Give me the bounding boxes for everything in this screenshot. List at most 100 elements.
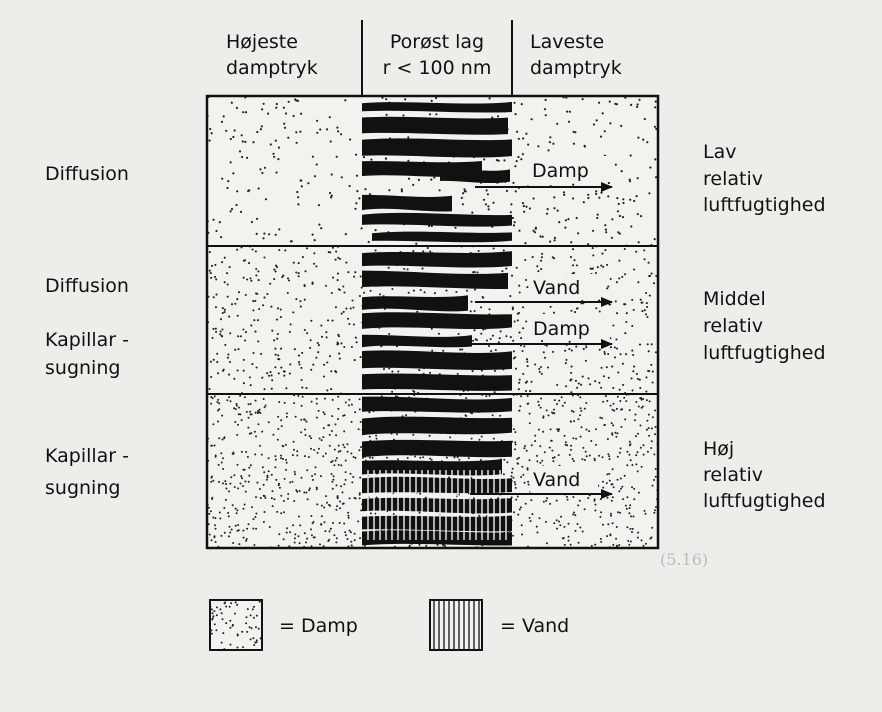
stipple-dot bbox=[514, 367, 518, 370]
stipple-dot bbox=[520, 103, 523, 106]
stipple-dot bbox=[510, 496, 513, 499]
stipple-dot bbox=[542, 500, 545, 503]
stipple-dot bbox=[526, 395, 529, 397]
stipple-dot bbox=[293, 402, 296, 405]
stipple-dot bbox=[371, 456, 374, 459]
stipple-dot bbox=[505, 189, 509, 192]
stipple-dot bbox=[223, 531, 226, 534]
stipple-dot bbox=[385, 113, 388, 116]
stipple-dot bbox=[556, 383, 559, 386]
stipple-dot bbox=[634, 435, 637, 438]
stipple-dot bbox=[259, 128, 262, 131]
stipple-dot bbox=[471, 370, 474, 373]
stipple-dot bbox=[294, 415, 297, 418]
stipple-dot bbox=[303, 532, 306, 535]
stipple-dot bbox=[273, 268, 276, 271]
stipple-dot bbox=[336, 272, 340, 275]
stipple-dot bbox=[480, 369, 483, 372]
stipple-dot bbox=[295, 141, 298, 144]
stipple-dot bbox=[519, 405, 522, 408]
stipple-dot bbox=[367, 240, 370, 244]
stipple-dot bbox=[305, 541, 307, 544]
stipple-dot bbox=[628, 512, 631, 515]
stipple-dot bbox=[306, 469, 309, 472]
stipple-dot bbox=[631, 486, 633, 489]
stipple-dot bbox=[615, 537, 618, 540]
stipple-dot bbox=[334, 459, 337, 462]
stipple-dot bbox=[228, 266, 231, 269]
stipple-dot bbox=[267, 421, 270, 424]
stipple-dot bbox=[335, 457, 338, 460]
stipple-dot bbox=[360, 286, 363, 289]
stipple-dot bbox=[317, 351, 320, 354]
left-label-diffusion-1: Diffusion bbox=[45, 163, 129, 185]
stipple-dot bbox=[513, 320, 516, 323]
stipple-dot bbox=[520, 337, 523, 340]
background-formula-number: (5.16) bbox=[660, 550, 708, 569]
stipple-dot bbox=[263, 296, 266, 299]
stipple-dot bbox=[223, 281, 226, 284]
stipple-dot bbox=[565, 358, 568, 361]
stipple-dot bbox=[214, 527, 217, 530]
stipple-dot bbox=[232, 452, 235, 455]
stipple-dot bbox=[570, 365, 573, 368]
stipple-dot bbox=[542, 415, 545, 418]
stipple-dot bbox=[247, 480, 250, 483]
stipple-dot bbox=[610, 499, 613, 502]
stipple-dot bbox=[481, 295, 484, 299]
stipple-dot bbox=[594, 509, 597, 512]
stipple-dot bbox=[581, 530, 584, 533]
stipple-dot bbox=[534, 434, 537, 437]
stipple-dot bbox=[606, 438, 609, 440]
stipple-dot bbox=[628, 507, 631, 510]
stipple-dot bbox=[349, 307, 352, 310]
stipple-dot bbox=[288, 372, 291, 375]
stipple-dot bbox=[255, 366, 258, 369]
stipple-dot bbox=[325, 336, 328, 339]
stipple-dot bbox=[617, 231, 620, 234]
stipple-dot bbox=[284, 443, 287, 446]
stipple-dot bbox=[214, 541, 217, 543]
stipple-dot bbox=[570, 241, 573, 244]
stipple-dot bbox=[227, 535, 230, 538]
stipple-dot bbox=[640, 398, 643, 401]
stipple-dot bbox=[334, 258, 337, 261]
stipple-dot bbox=[572, 183, 575, 186]
stipple-dot bbox=[430, 327, 433, 330]
stipple-dot bbox=[358, 492, 361, 495]
stipple-dot bbox=[572, 496, 575, 498]
stipple-dot bbox=[375, 434, 378, 437]
stipple-dot bbox=[520, 158, 523, 161]
stipple-dot bbox=[477, 249, 480, 253]
stipple-dot bbox=[337, 418, 339, 420]
pore-band bbox=[440, 169, 510, 184]
stipple-dot bbox=[555, 499, 558, 502]
stipple-dot bbox=[285, 458, 287, 461]
stipple-dot bbox=[651, 416, 654, 419]
stipple-dot bbox=[258, 307, 261, 311]
stipple-dot bbox=[388, 367, 391, 370]
stipple-dot bbox=[339, 507, 341, 510]
stipple-dot bbox=[277, 158, 280, 161]
stipple-dot bbox=[640, 406, 643, 409]
stipple-dot bbox=[313, 175, 316, 178]
stipple-dot bbox=[283, 374, 286, 377]
stipple-dot bbox=[587, 243, 590, 246]
stipple-dot bbox=[643, 249, 646, 252]
stipple-dot bbox=[288, 330, 291, 333]
stipple-dot bbox=[294, 473, 297, 476]
stipple-dot bbox=[263, 166, 267, 169]
stipple-dot bbox=[522, 137, 525, 140]
stipple-dot bbox=[632, 353, 635, 357]
stipple-dot bbox=[217, 409, 219, 412]
legend-vand-stripes bbox=[433, 600, 480, 650]
stipple-dot bbox=[212, 423, 215, 426]
stipple-dot bbox=[538, 367, 541, 371]
stipple-dot bbox=[210, 132, 213, 135]
stipple-dot bbox=[274, 347, 277, 350]
stipple-dot bbox=[304, 428, 306, 431]
stipple-dot bbox=[620, 124, 623, 127]
stipple-dot bbox=[235, 106, 238, 109]
stipple-dot bbox=[218, 402, 221, 405]
